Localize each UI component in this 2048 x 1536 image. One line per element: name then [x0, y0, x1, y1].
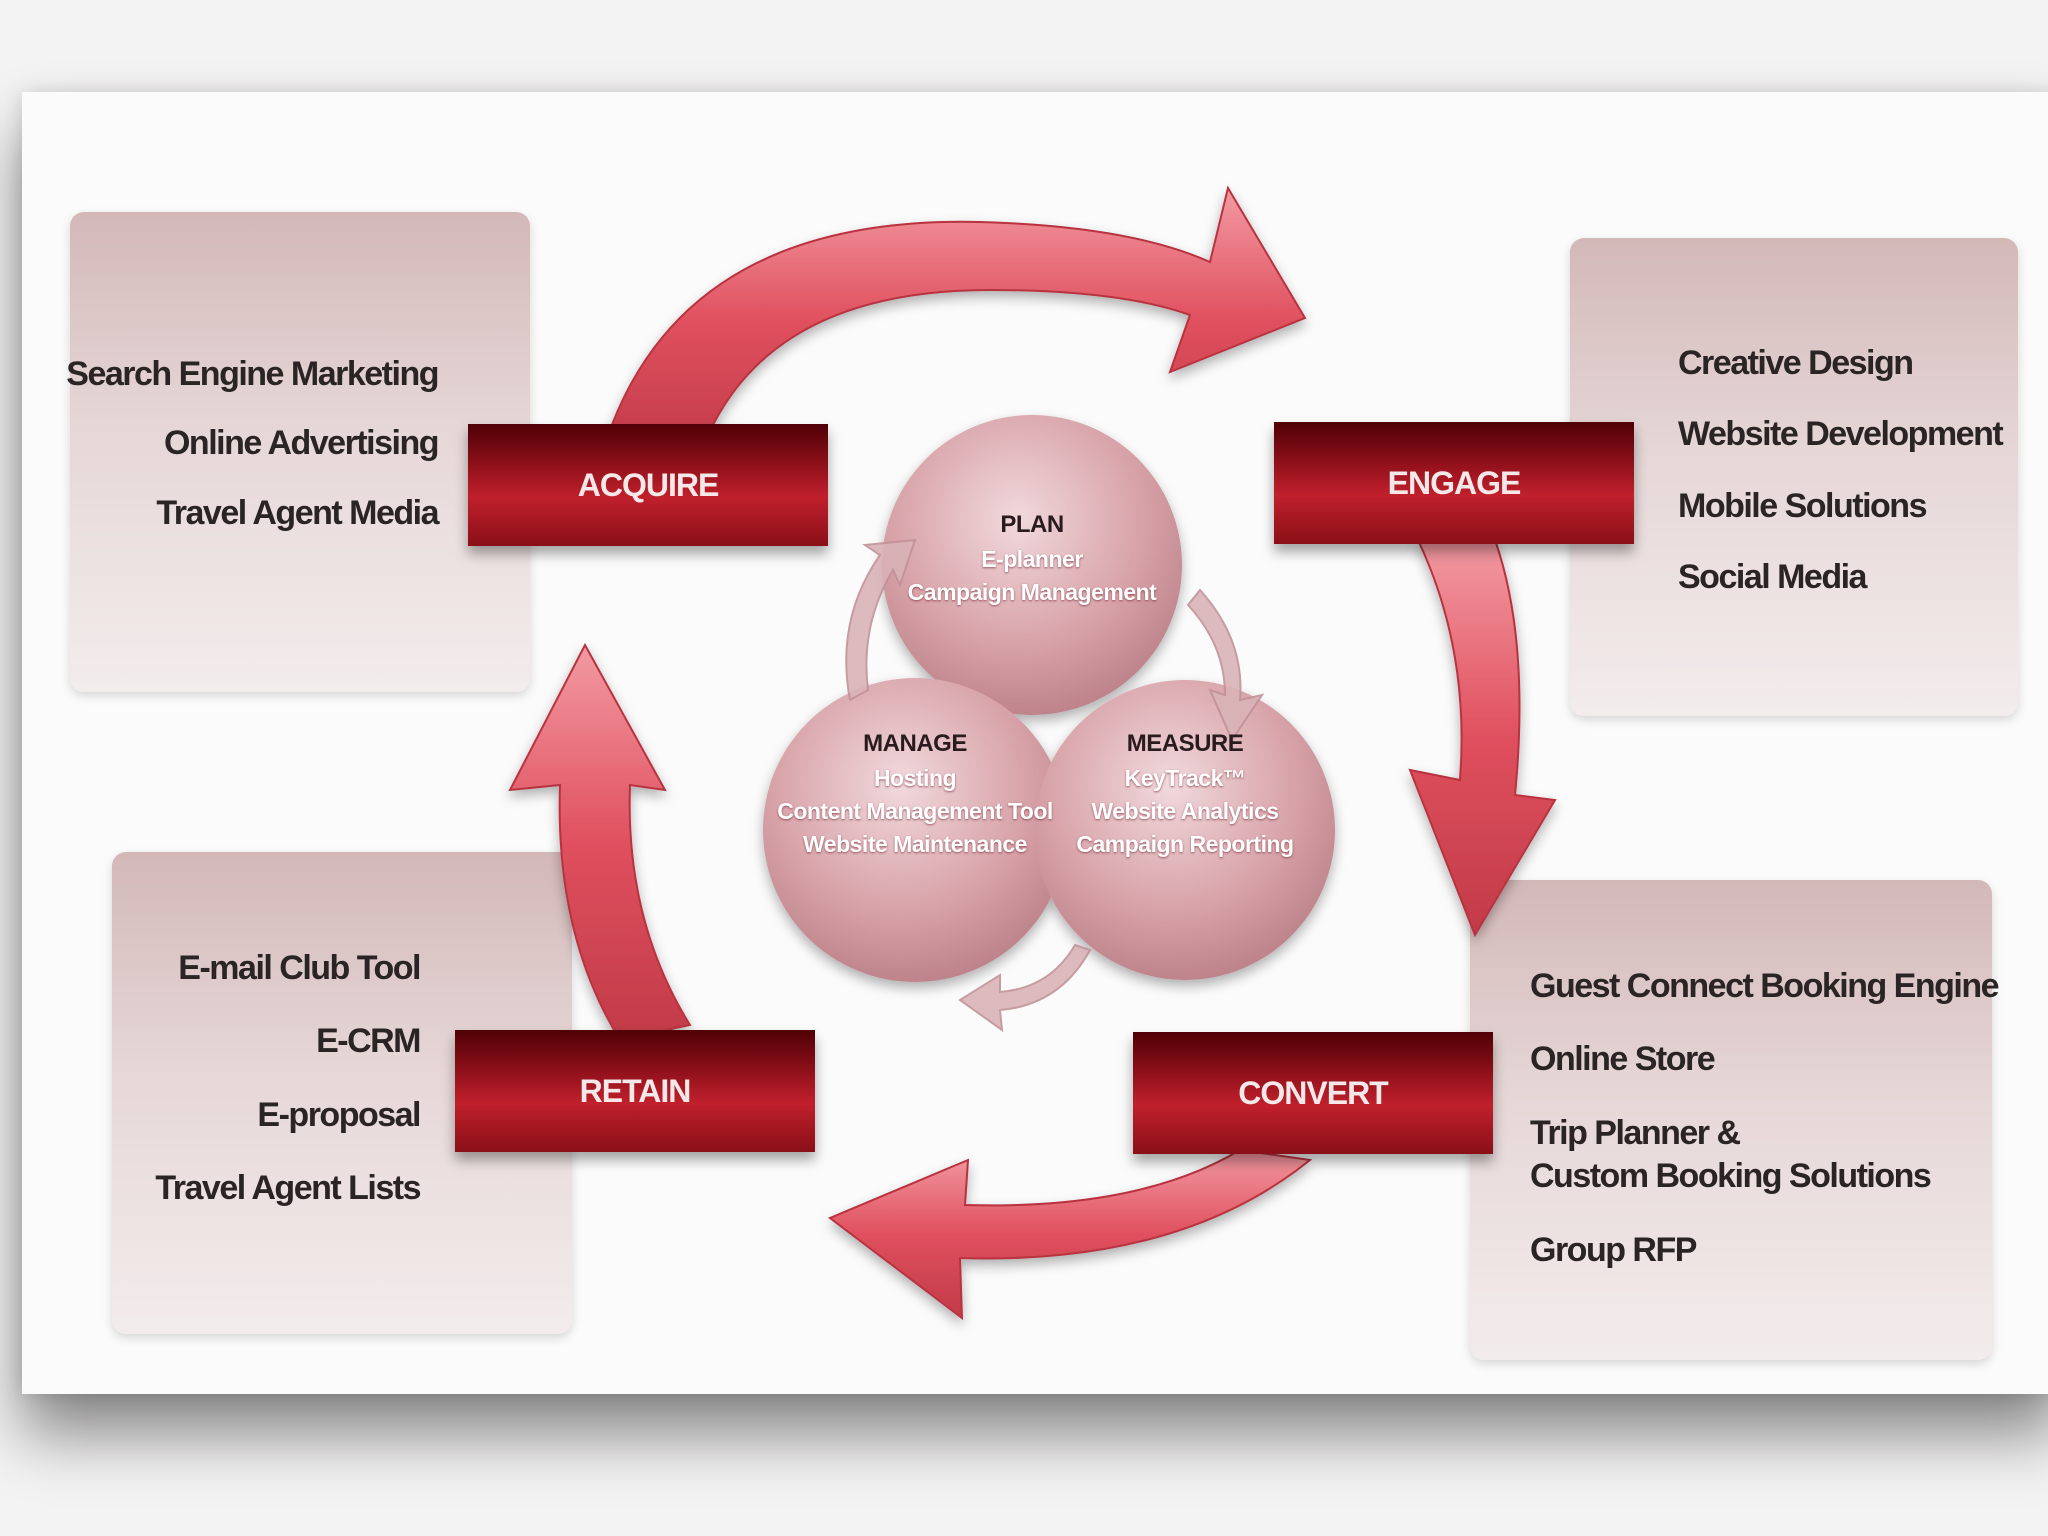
measure-line: Campaign Reporting [1076, 831, 1294, 858]
measure-text: MEASURE KeyTrack™ Website Analytics Camp… [1045, 727, 1325, 862]
retain-list: E-mail Club Tool E-CRM E-proposal Travel… [155, 949, 421, 1208]
plan-circle [882, 415, 1182, 715]
engage-box [1570, 238, 2018, 716]
engage-bar: ENGAGE [1274, 422, 1634, 544]
retain-item: Travel Agent Lists [155, 1169, 421, 1208]
engage-item: Social Media [1678, 558, 1867, 597]
arrow-acquire-to-engage [608, 185, 1307, 457]
retain-item: E-CRM [316, 1022, 421, 1061]
measure-title: MEASURE [1126, 730, 1244, 757]
arrow-convert-to-retain [828, 1148, 1313, 1321]
manage-line: Website Maintenance [803, 831, 1027, 858]
center-circles [763, 415, 1335, 982]
acquire-item: Travel Agent Media [156, 493, 439, 532]
arrow-retain-to-acquire [508, 642, 692, 1042]
plan-line: E-planner [981, 545, 1083, 572]
manage-line: Content Management Tool [777, 798, 1053, 825]
convert-item: Online Store [1530, 1040, 1716, 1079]
convert-box [1470, 880, 1992, 1360]
engage-item: Creative Design [1678, 344, 1914, 382]
retain-item: E-mail Club Tool [178, 949, 421, 987]
manage-title: MANAGE [863, 730, 967, 757]
retain-label: RETAIN [579, 1072, 692, 1109]
acquire-box [70, 212, 530, 692]
convert-list: Guest Connect Booking Engine Online Stor… [1530, 967, 2000, 1269]
measure-line: KeyTrack™ [1124, 764, 1246, 791]
acquire-list: Search Engine Marketing Online Advertisi… [66, 355, 440, 532]
engage-list: Creative Design Website Development Mobi… [1678, 344, 2004, 597]
convert-item: Guest Connect Booking Engine [1530, 967, 2000, 1005]
engage-label: ENGAGE [1387, 464, 1522, 501]
manage-line: Hosting [873, 764, 957, 791]
inner-arrows [845, 538, 1265, 1033]
manage-text: MANAGE Hosting Content Management Tool W… [765, 727, 1065, 862]
acquire-item: Search Engine Marketing [66, 355, 439, 393]
engage-item: Mobile Solutions [1678, 486, 1927, 525]
measure-circle [1035, 680, 1335, 980]
convert-label: CONVERT [1238, 1074, 1388, 1111]
convert-bar: CONVERT [1133, 1032, 1493, 1154]
convert-item: Group RFP [1530, 1230, 1697, 1269]
acquire-item: Online Advertising [163, 424, 440, 463]
arrow-engage-to-convert [1408, 539, 1557, 938]
measure-line: Website Analytics [1091, 798, 1279, 825]
plan-title: PLAN [1000, 511, 1064, 538]
convert-item: Custom Booking Solutions [1530, 1157, 1932, 1196]
acquire-bar: ACQUIRE [468, 424, 828, 546]
plan-text: PLAN E-planner Campaign Management [892, 508, 1172, 609]
acquire-label: ACQUIRE [577, 466, 720, 503]
plan-line: Campaign Management [907, 579, 1157, 606]
convert-item: Trip Planner & [1530, 1113, 1741, 1152]
manage-circle [763, 678, 1067, 982]
engage-item: Website Development [1678, 415, 2004, 454]
retain-item: E-proposal [257, 1095, 421, 1134]
retain-bar: RETAIN [455, 1030, 815, 1152]
